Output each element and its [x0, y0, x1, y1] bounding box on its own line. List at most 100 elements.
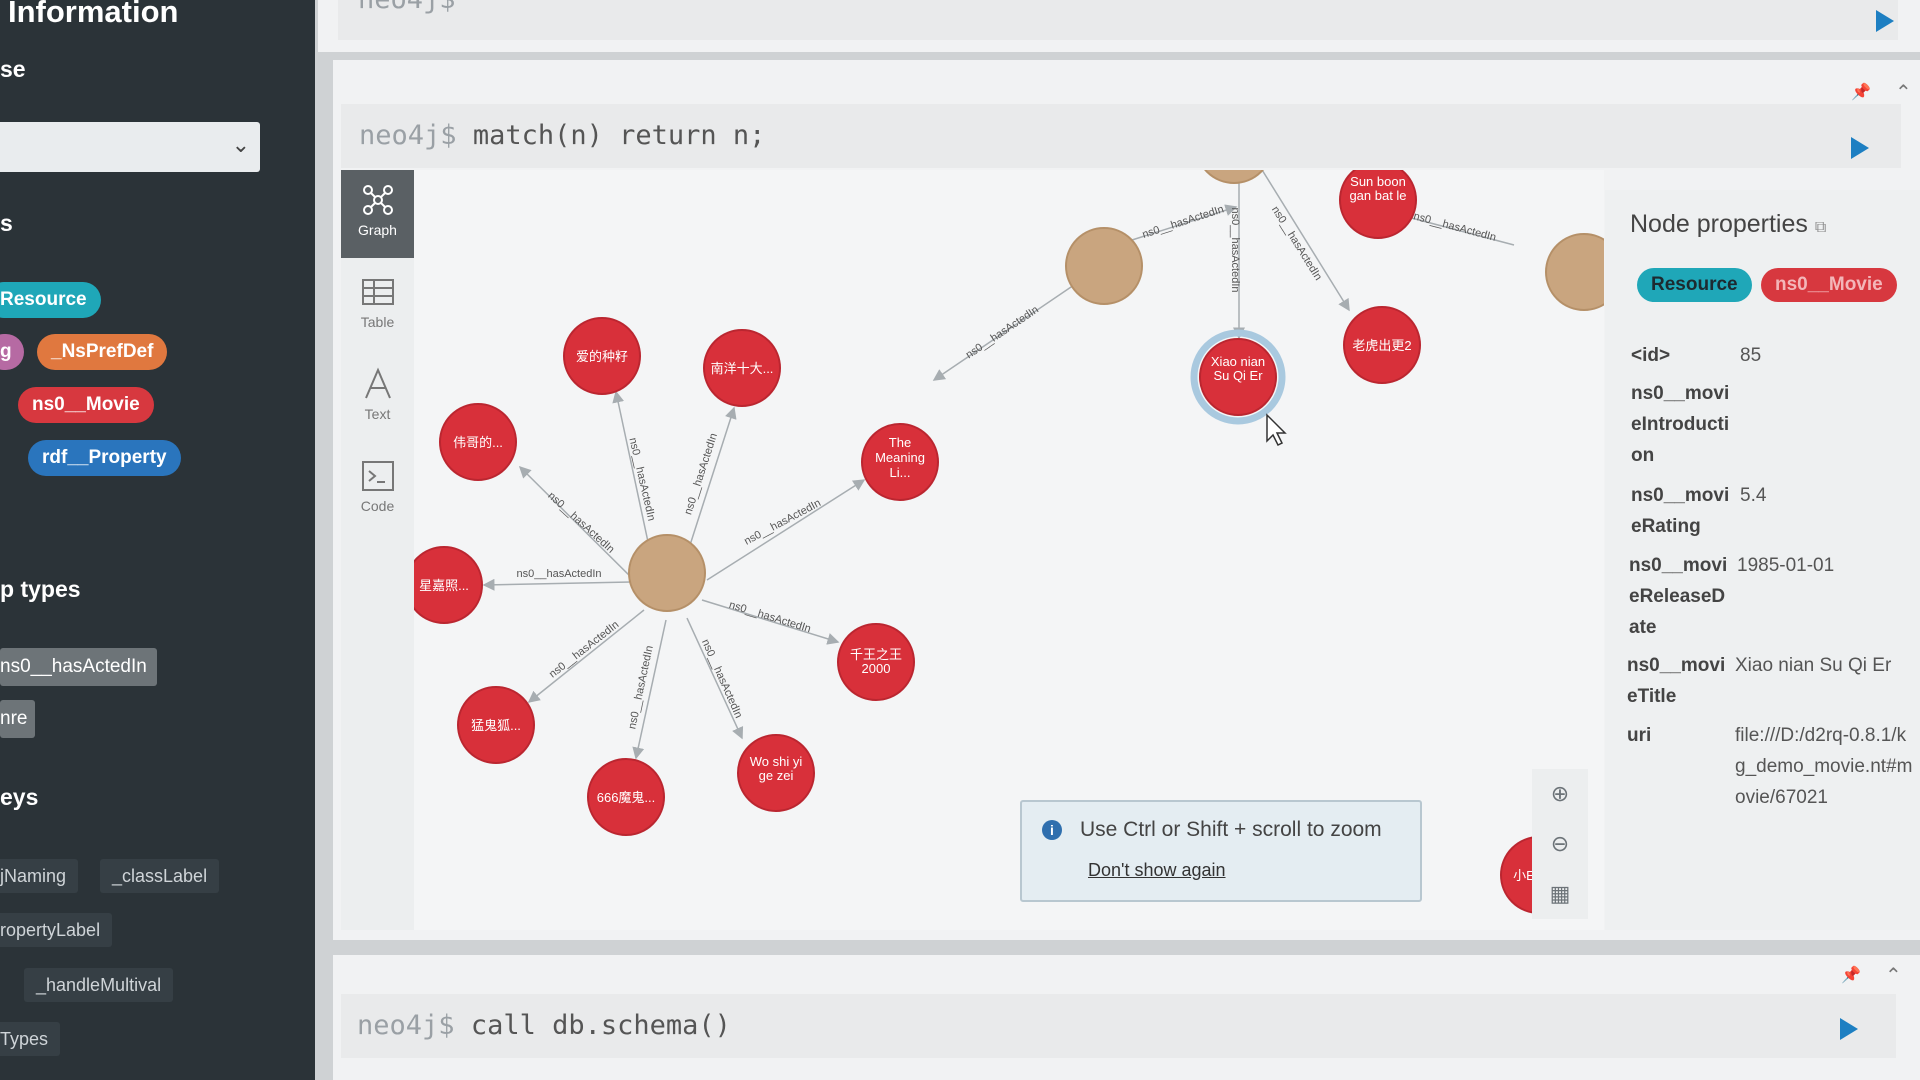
info-icon: i — [1042, 820, 1062, 840]
label-pill-movie[interactable]: ns0__Movie — [18, 387, 154, 423]
graph-canvas[interactable]: ns0__hasActedIn ns0__hasActedIn ns0__has… — [414, 170, 1604, 930]
relationship-tag-partial[interactable]: nre — [0, 700, 36, 738]
sidebar-title: Information — [8, 0, 179, 29]
node-caption: 666魔鬼... — [597, 790, 656, 805]
edge-label: ns0__hasActedIn — [547, 619, 621, 681]
property-key-tag[interactable]: _classLabel — [100, 859, 220, 893]
movie-node[interactable] — [837, 623, 915, 701]
tab-code[interactable]: Code — [341, 446, 414, 534]
editor-prompt: neo4j$ — [359, 120, 457, 151]
zoom-out-icon[interactable]: ⊖ — [1550, 831, 1570, 856]
property-keys-heading: eys — [0, 784, 39, 810]
person-node[interactable] — [1545, 233, 1604, 311]
collapse-icon[interactable]: ⌃ — [1895, 82, 1912, 104]
database-select[interactable]: ⌄ — [0, 122, 260, 172]
movie-node[interactable] — [1343, 306, 1421, 384]
property-key-tag[interactable]: jNaming — [0, 859, 79, 893]
properties-label-movie[interactable]: ns0__Movie — [1761, 268, 1897, 302]
property-key-tag[interactable]: ropertyLabel — [0, 913, 113, 947]
relationship-edge[interactable] — [686, 617, 744, 740]
movie-node[interactable] — [457, 686, 535, 764]
run-query-button[interactable] — [1876, 10, 1894, 32]
tab-code-label: Code — [360, 498, 395, 514]
person-node[interactable] — [1065, 227, 1143, 305]
query-editor[interactable]: neo4j$ match(n) return n; — [341, 104, 1901, 168]
property-value: Xiao nian Su Qi Er — [1735, 655, 1892, 676]
dont-show-again-link[interactable]: Don't show again — [1088, 860, 1226, 880]
pin-icon[interactable]: 📌 — [1841, 967, 1861, 984]
relationship-edge[interactable] — [1259, 170, 1350, 312]
node-caption-wrap: The Meaning Li... — [875, 435, 925, 480]
tab-graph[interactable]: Graph — [341, 170, 414, 258]
schema-query-editor[interactable]: neo4j$ call db.schema() — [341, 994, 1896, 1058]
label-pill-nsprefdef[interactable]: _NsPrefDef — [37, 334, 168, 370]
run-query-button[interactable] — [1840, 1018, 1858, 1040]
movie-node[interactable] — [439, 403, 517, 481]
graph-svg[interactable]: ns0__hasActedIn ns0__hasActedIn ns0__has… — [414, 170, 1604, 930]
movie-node[interactable] — [703, 329, 781, 407]
editor-prompt: neo4j$ — [357, 1010, 455, 1041]
collapse-icon[interactable]: ⌃ — [1885, 965, 1902, 987]
movie-node[interactable] — [737, 734, 815, 812]
edge-label: ns0__hasActedIn — [545, 490, 616, 556]
query-text: call db.schema() — [470, 1010, 731, 1041]
text-icon — [364, 367, 391, 399]
edge-label: ns0__hasActedIn — [964, 304, 1041, 361]
relationship-tag-hasactedin[interactable]: ns0__hasActedIn — [0, 648, 157, 686]
property-value: 85 — [1740, 345, 1762, 366]
movie-node[interactable] — [861, 423, 939, 501]
pin-icon[interactable]: 📌 — [1851, 84, 1871, 101]
table-icon — [361, 279, 394, 305]
relationship-edge[interactable] — [706, 479, 866, 581]
node-caption: 伟哥的... — [453, 435, 503, 450]
property-key: ns0__movieReleaseDate — [1629, 555, 1728, 638]
node-caption: 老虎出更2 — [1352, 338, 1411, 353]
node-caption: 星嘉照... — [419, 578, 469, 593]
movie-node[interactable] — [1339, 170, 1417, 239]
label-pill-resource[interactable]: Resource — [0, 282, 101, 318]
label-pill-partial[interactable]: g — [0, 334, 24, 370]
run-query-button[interactable] — [1851, 137, 1869, 159]
fit-to-screen-icon[interactable]: ▦ — [1549, 881, 1571, 906]
editor-prompt: neo4j$ — [358, 0, 456, 15]
relationship-edge[interactable] — [1131, 204, 1238, 241]
code-icon — [361, 461, 394, 491]
property-key: <id> — [1631, 345, 1671, 366]
node-caption: Sun boon gan bat le — [1349, 175, 1407, 203]
node-properties-title-text: Node properties — [1630, 210, 1808, 238]
movie-node[interactable] — [563, 317, 641, 395]
edge-label: ns0__hasActedIn — [1141, 203, 1226, 241]
person-node[interactable] — [628, 534, 706, 612]
movie-node[interactable] — [414, 546, 483, 624]
selected-node-ring — [1190, 329, 1286, 425]
tab-table[interactable]: Table — [341, 262, 414, 350]
node-caption: 南洋十大... — [711, 361, 774, 376]
movie-node-selected[interactable] — [1199, 338, 1277, 416]
copy-icon[interactable]: ⧉ — [1814, 219, 1827, 236]
node-caption: The Meaning Li... — [875, 435, 925, 480]
graph-icon — [362, 185, 393, 215]
property-key-tag[interactable]: Types — [0, 1022, 61, 1056]
relationship-edge[interactable] — [632, 619, 667, 760]
relationship-edge[interactable] — [482, 578, 632, 591]
tab-text[interactable]: Text — [341, 354, 414, 442]
property-key-tag[interactable]: _handleMultival — [24, 968, 174, 1002]
person-node[interactable] — [1196, 170, 1272, 184]
node-caption: 爱的种籽 — [576, 349, 628, 364]
edge-label: ns0__hasActedIn — [1269, 204, 1324, 282]
relationship-edge[interactable] — [518, 465, 645, 591]
relationship-edge[interactable] — [527, 609, 645, 703]
label-pill-rdf-property[interactable]: rdf__Property — [28, 440, 181, 476]
property-key: ns0__movieRating — [1631, 485, 1730, 537]
zoom-hint-toast: i Use Ctrl or Shift + scroll to zoom Don… — [1020, 800, 1422, 902]
previous-frame: neo4j$ — [318, 0, 1920, 52]
hand-cursor-icon — [1266, 413, 1287, 447]
property-value: file:///D:/d2rq-0.8.1/kg_demo_movie.nt#m… — [1735, 725, 1913, 808]
previous-editor[interactable]: neo4j$ — [338, 0, 1898, 40]
properties-label-resource[interactable]: Resource — [1637, 268, 1752, 302]
relationship-edge[interactable] — [701, 599, 840, 645]
toast-message: Use Ctrl or Shift + scroll to zoom — [1080, 818, 1382, 841]
zoom-in-icon[interactable]: ⊕ — [1550, 781, 1570, 806]
relationship-edge[interactable] — [932, 284, 1075, 381]
movie-node[interactable] — [587, 758, 665, 836]
